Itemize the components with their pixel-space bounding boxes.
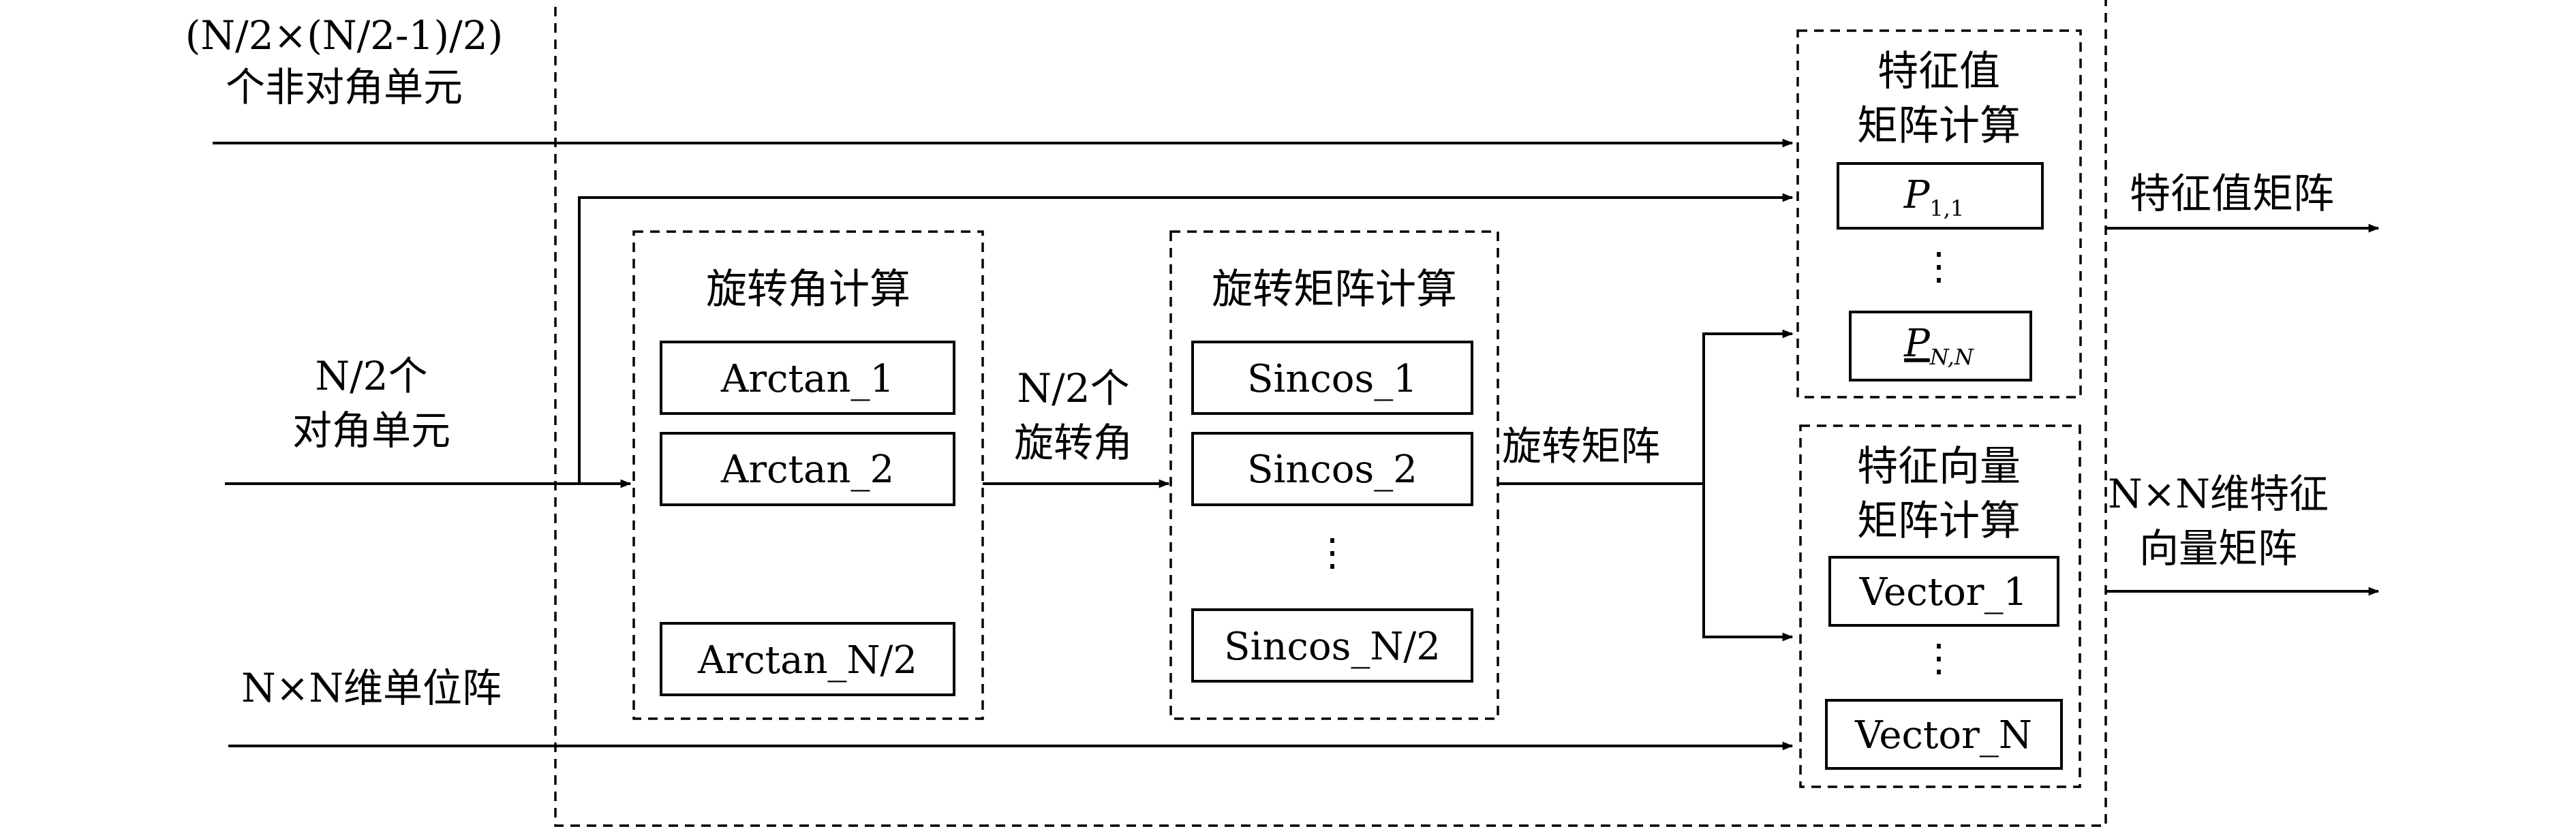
eigenvector-ellipsis: ⋮	[1920, 636, 1958, 681]
eigenvalue-title-1: 特征值	[1877, 48, 2000, 95]
vector-n-label: Vector_N	[1854, 713, 2032, 758]
vector-n-box	[1825, 699, 2063, 770]
arctan-2-box	[660, 432, 955, 506]
eigenvector-title-2: 矩阵计算	[1857, 497, 2021, 545]
vector-1-label: Vector_1	[1859, 570, 2027, 614]
sincos-n2-label: Sincos_N/2	[1224, 625, 1441, 669]
sincos-n2-box	[1191, 608, 1473, 683]
sincos-ellipsis: ⋮	[1313, 531, 1351, 575]
arctan-2-label: Arctan_2	[720, 448, 894, 492]
angles-signal-label-1: N/2个	[1017, 365, 1129, 411]
eigenvector-title-1: 特征向量	[1857, 443, 2021, 490]
offdiag-input-label-2: 个非对角单元	[226, 64, 463, 110]
diag-input-label-1: N/2个	[315, 353, 427, 399]
p11-subscript: 1,1	[1929, 196, 1964, 221]
rotation-matrix-signal-label: 旋转矩阵	[1502, 423, 1660, 469]
eigenvector-calc-block	[1799, 424, 2081, 788]
diag-branch-to-eigenvalue	[578, 193, 1794, 484]
p11-label: P1,1	[1903, 173, 1965, 221]
system-boundary	[554, 0, 2107, 827]
eigenvalue-output-label: 特征值矩阵	[2130, 170, 2334, 218]
vector-1-box	[1828, 556, 2059, 627]
pnn-box	[1849, 311, 2032, 381]
sincos-1-label: Sincos_1	[1247, 357, 1417, 401]
arctan-n2-box	[660, 622, 955, 696]
sincos-2-label: Sincos_2	[1247, 448, 1417, 492]
arctan-1-label: Arctan_1	[720, 357, 894, 401]
pnn-label: PN,N	[1903, 322, 1974, 370]
pnn-subscript: N,N	[1929, 344, 1974, 370]
sincos-2-box	[1191, 432, 1473, 506]
rotation-matrix-block	[1169, 230, 1499, 720]
eigenvalue-ellipsis: ⋮	[1920, 245, 1958, 289]
arctan-n2-label: Arctan_N/2	[697, 638, 917, 683]
pnn-symbol: P	[1903, 322, 1931, 366]
eigenvalue-title-2: 矩阵计算	[1857, 102, 2021, 150]
p11-symbol: P	[1903, 173, 1931, 217]
angle-calc-title: 旋转角计算	[706, 266, 910, 313]
diag-input-label-2: 对角单元	[292, 407, 450, 454]
eigenvalue-calc-block	[1796, 29, 2082, 399]
arctan-1-box	[660, 341, 955, 415]
rotation-to-eigenvector-arrow	[1702, 484, 1794, 642]
p11-box	[1837, 162, 2044, 230]
eigenvector-output-label-2: 向量矩阵	[2139, 525, 2297, 572]
offdiag-input-label-1: (N/2×(N/2-1)/2)	[185, 12, 503, 59]
identity-input-label: N×N维单位阵	[241, 665, 502, 711]
rotation-to-eigenvalue-arrow	[1702, 329, 1794, 484]
angles-signal-label-2: 旋转角	[1014, 420, 1133, 466]
sincos-1-box	[1191, 341, 1473, 415]
eigenvector-output-label-1: N×N维特征	[2108, 471, 2329, 517]
angle-calc-block	[632, 230, 984, 720]
rotation-matrix-title: 旋转矩阵计算	[1212, 266, 1457, 313]
